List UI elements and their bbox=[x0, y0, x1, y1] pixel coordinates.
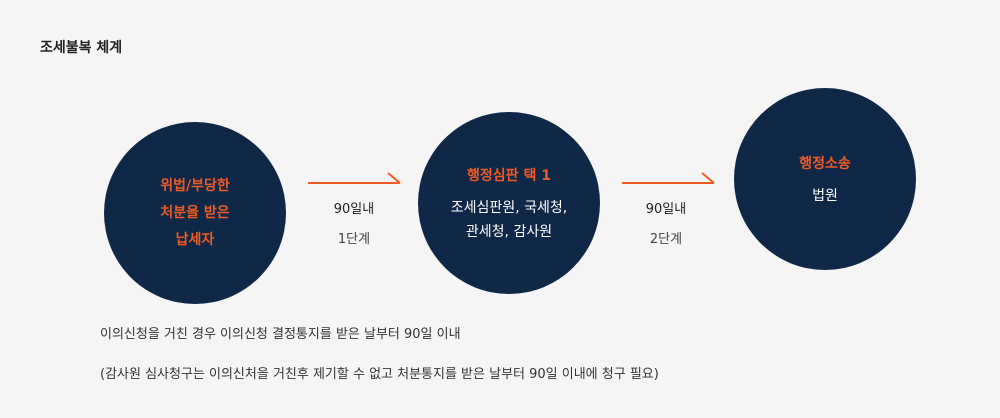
arrow-right-icon bbox=[308, 172, 401, 184]
stage-2-heading: 행정심판 택 1 bbox=[467, 167, 551, 184]
stage-2-line-1: 조세심판원, 국세청, bbox=[450, 199, 568, 216]
stage-administrative-trial-circle: 행정심판 택 1 조세심판원, 국세청, 관세청, 감사원 bbox=[418, 112, 600, 294]
stage-2-line-2: 관세청, 감사원 bbox=[465, 223, 553, 240]
note-line-2: (감사원 심사청구는 이의신처을 거친후 제기할 수 없고 처분통지를 받은 날… bbox=[100, 367, 659, 382]
stage-1-line-3: 납세자 bbox=[175, 231, 215, 248]
step-2-stage: 2단계 bbox=[649, 232, 683, 247]
step-1-stage: 1단계 bbox=[337, 232, 371, 247]
stage-1-line-2: 처분을 받은 bbox=[160, 204, 230, 221]
stage-taxpayer-circle: 위법/부당한 처분을 받은 납세자 bbox=[104, 122, 286, 304]
step-2-period: 90일내 bbox=[645, 202, 687, 217]
stage-3-heading: 행정소송 bbox=[799, 155, 851, 172]
step-1-period: 90일내 bbox=[333, 202, 375, 217]
stage-administrative-litigation-circle: 행정소송 법원 bbox=[734, 88, 916, 270]
stage-1-line-1: 위법/부당한 bbox=[160, 177, 230, 194]
page-title: 조세불복 체계 bbox=[40, 40, 123, 56]
note-line-1: 이의신청을 거친 경우 이의신청 결정통지를 받은 날부터 90일 이내 bbox=[100, 327, 461, 342]
stage-3-line-1: 법원 bbox=[812, 187, 838, 204]
arrow-right-icon bbox=[622, 172, 715, 184]
